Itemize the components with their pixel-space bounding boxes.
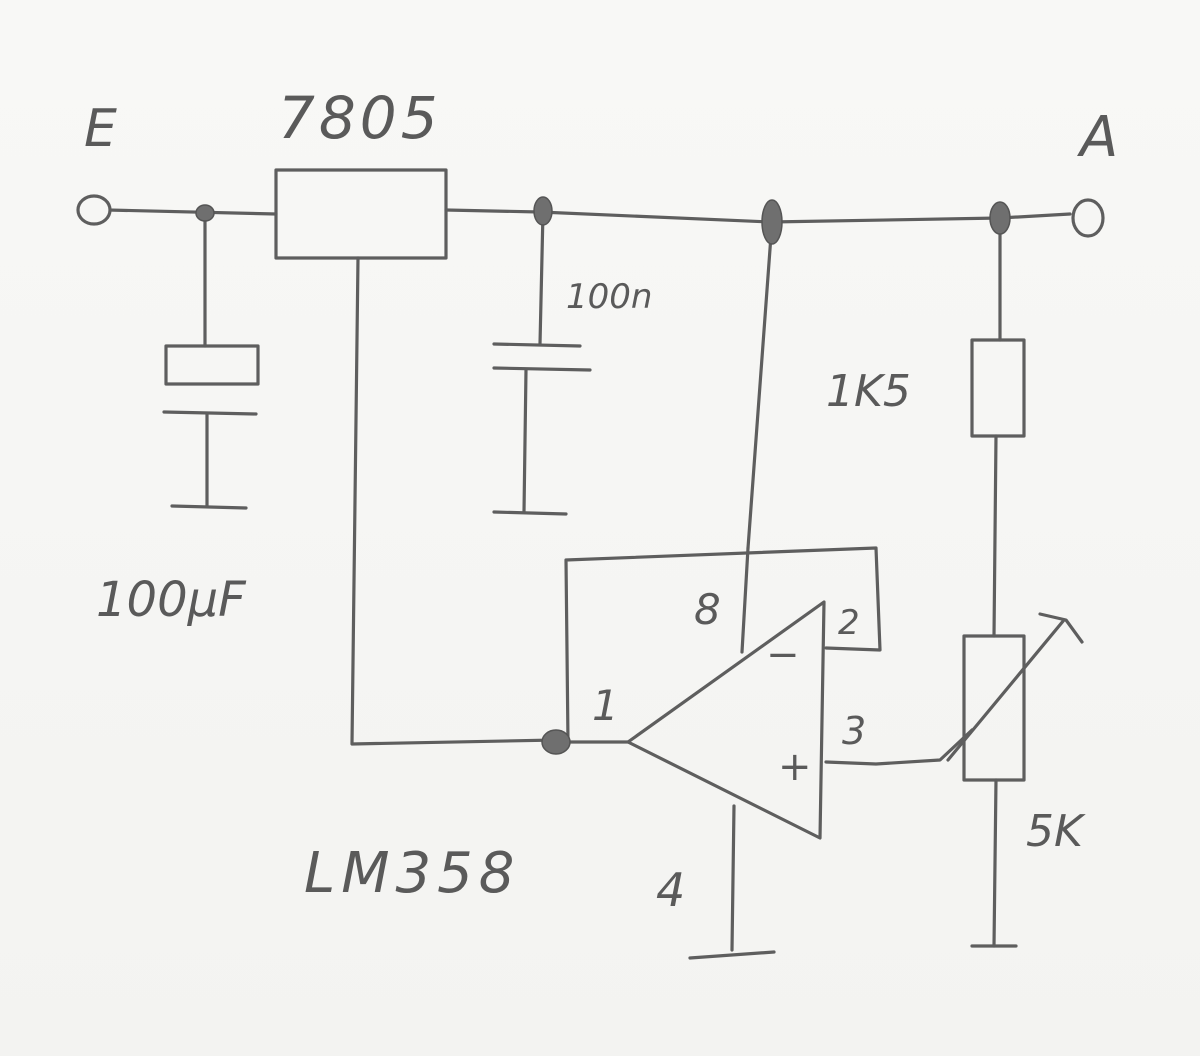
ground-opamp — [688, 950, 776, 960]
regulator-label: 7805 — [278, 84, 442, 152]
cap-out-label: 100n — [566, 277, 652, 317]
resistor-1K5 — [970, 338, 1026, 438]
wire-resistor-to-pot — [992, 434, 998, 638]
output-label: A — [1077, 105, 1118, 170]
junction-cap-out — [533, 196, 553, 226]
input-terminal — [76, 194, 112, 226]
junction-pin8 — [761, 199, 783, 245]
junction-opamp-output — [541, 729, 571, 755]
opamp-label: LM358 — [304, 841, 520, 906]
potentiometer-5K — [962, 634, 1026, 782]
wire-pin8-into-opamp — [740, 546, 750, 654]
ground-cap-in — [170, 504, 248, 510]
pin8-label: 8 — [694, 585, 721, 634]
pin1-label: 1 — [592, 681, 619, 730]
ground-cap-out — [492, 510, 568, 516]
inverting-input-symbol: − — [766, 632, 800, 678]
output-terminal — [1071, 198, 1105, 238]
input-label: E — [84, 99, 117, 159]
junction-cap-in — [195, 204, 215, 222]
resistor-label: 1K5 — [826, 366, 911, 417]
wire-supply-pin8 — [746, 220, 774, 550]
wire-regulator-ground — [350, 256, 558, 746]
capacitor-100uF-body — [164, 344, 260, 386]
wire-cap-out-bottom — [522, 368, 528, 514]
opamp-lm358 — [626, 600, 826, 840]
pin3-label: 3 — [842, 709, 866, 753]
noninverting-input-symbol: + — [778, 744, 812, 790]
regulator-7805 — [274, 168, 448, 260]
wire-input-to-regulator — [106, 208, 278, 216]
wire-cap-out-top — [538, 210, 545, 346]
wire-pin4-ground — [730, 804, 736, 952]
capacitor-100n-plate-top — [492, 342, 582, 348]
pot-label: 5K — [1026, 806, 1086, 857]
capacitor-100uF-plate — [162, 410, 258, 416]
wire-pin3-wiper — [824, 728, 974, 766]
pin4-label: 4 — [656, 863, 685, 917]
wire-pot-bottom — [992, 778, 998, 948]
pin2-label: 2 — [838, 603, 860, 643]
cap-in-label: 100µF — [96, 572, 247, 628]
potentiometer-arrow — [946, 612, 1084, 762]
junction-resistor — [989, 201, 1011, 235]
wire-feedback-loop — [564, 546, 882, 744]
capacitor-100n-plate-bottom — [492, 366, 592, 372]
